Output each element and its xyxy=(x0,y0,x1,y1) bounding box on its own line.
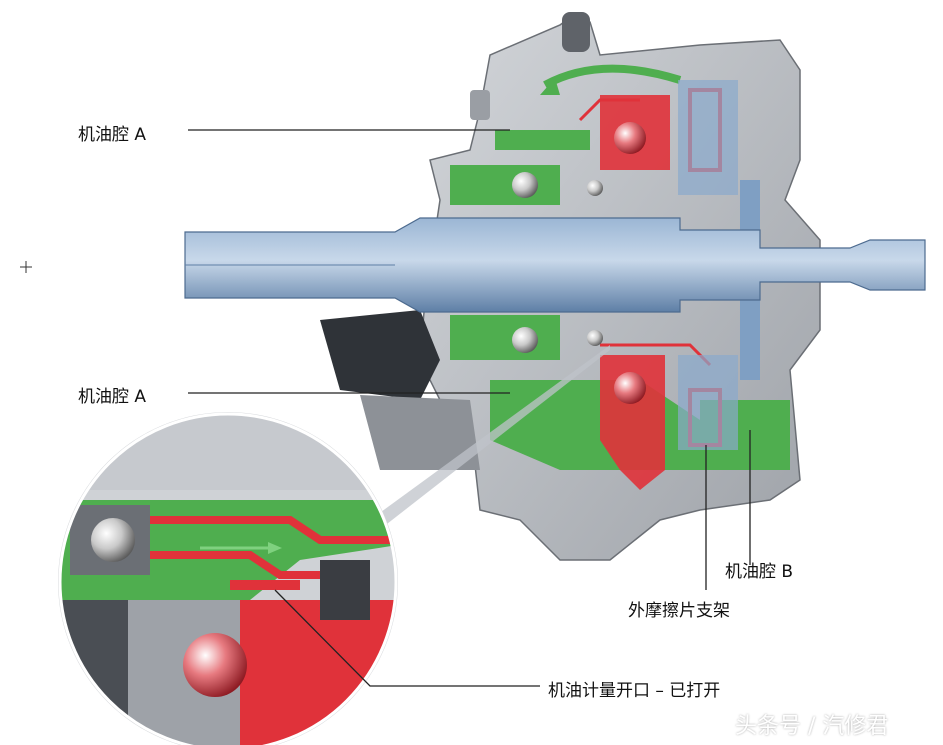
label-oil-chamber-a-top: 机油腔 A xyxy=(78,125,147,145)
leader-metering-opening xyxy=(274,589,540,687)
magnifier-wedge xyxy=(360,345,610,545)
label-metering-opening: 机油计量开口 – 已打开 xyxy=(548,681,721,701)
detail-magnifier xyxy=(58,412,398,745)
label-oil-chamber-b: 机油腔 B xyxy=(725,562,794,582)
label-outer-plate-carrier: 外摩擦片支架 xyxy=(628,601,730,621)
crosshair-mark xyxy=(20,261,32,273)
watermark-text: 头条号 / 汽修君 xyxy=(735,714,889,739)
label-oil-chamber-a-bottom: 机油腔 A xyxy=(78,387,147,407)
leader-lines xyxy=(188,129,751,687)
bearings xyxy=(512,122,646,404)
main-shaft xyxy=(184,217,926,313)
